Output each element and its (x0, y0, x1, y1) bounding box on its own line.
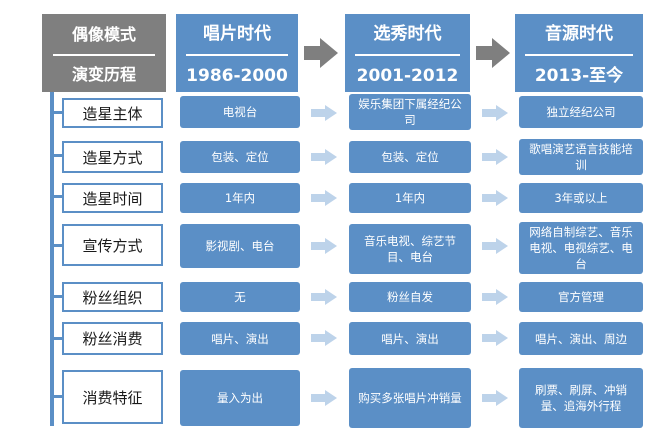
row-label-3: 造星时间 (62, 183, 163, 213)
row-connector (50, 154, 64, 157)
era-name-1: 唱片时代 (203, 24, 271, 44)
era-header-1: 唱片时代 1986-2000 (176, 14, 298, 92)
small-arrow-icon (482, 330, 508, 346)
row-label-1: 造星主体 (62, 98, 163, 128)
row-label-2: 造星方式 (62, 141, 163, 173)
cell-r3-c1: 1年内 (180, 183, 300, 213)
cell-r6-c2: 唱片、演出 (349, 322, 471, 355)
header-left-line2: 演变历程 (71, 65, 136, 84)
era-name-3: 音源时代 (545, 24, 613, 44)
cell-r3-c2: 1年内 (349, 183, 471, 213)
row-connector (50, 337, 64, 340)
cell-r1-c3: 独立经纪公司 (519, 96, 643, 128)
small-arrow-icon (311, 149, 337, 165)
cell-r7-c3: 刷票、刷屏、冲销量、追海外行程 (519, 368, 643, 428)
era-arrow-1-icon (304, 38, 338, 68)
row-label-4: 宣传方式 (62, 224, 163, 266)
header-divider (52, 54, 156, 56)
cell-r1-c2: 娱乐集团下属经纪公司 (349, 94, 471, 130)
cell-r2-c2: 包装、定位 (349, 141, 471, 173)
row-connector (50, 295, 64, 298)
era-divider-1 (185, 54, 289, 56)
cell-r2-c3: 歌唱演艺语言技能培训 (519, 139, 643, 175)
era-years-3: 2013-至今 (534, 66, 624, 86)
small-arrow-icon (482, 238, 508, 254)
small-arrow-icon (311, 390, 337, 406)
small-arrow-icon (482, 190, 508, 206)
era-years-1: 1986-2000 (186, 66, 288, 86)
cell-r1-c1: 电视台 (180, 96, 300, 128)
cell-r6-c1: 唱片、演出 (180, 322, 300, 355)
row-label-6: 粉丝消费 (62, 322, 163, 355)
era-header-2: 选秀时代 2001-2012 (345, 14, 470, 92)
spine-line (50, 92, 54, 426)
row-connector (50, 395, 64, 398)
small-arrow-icon (482, 390, 508, 406)
cell-r2-c1: 包装、定位 (180, 141, 300, 173)
era-divider-2 (354, 54, 461, 56)
header-left-line1: 偶像模式 (71, 25, 136, 44)
row-label-5: 粉丝组织 (62, 282, 163, 312)
era-arrow-2-icon (476, 38, 510, 68)
small-arrow-icon (311, 330, 337, 346)
row-connector (50, 111, 64, 114)
cell-r3-c3: 3年或以上 (519, 183, 643, 213)
small-arrow-icon (311, 105, 337, 121)
era-years-2: 2001-2012 (356, 66, 459, 86)
small-arrow-icon (311, 190, 337, 206)
era-name-2: 选秀时代 (373, 24, 442, 44)
era-header-3: 音源时代 2013-至今 (515, 14, 643, 92)
row-connector (50, 244, 64, 247)
small-arrow-icon (482, 149, 508, 165)
cell-r4-c1: 影视剧、电台 (180, 224, 300, 268)
cell-r4-c2: 音乐电视、综艺节目、电台 (349, 224, 471, 274)
small-arrow-icon (482, 289, 508, 305)
cell-r6-c3: 唱片、演出、周边 (519, 322, 643, 355)
cell-r5-c3: 官方管理 (519, 282, 643, 312)
cell-r7-c2: 购买多张唱片冲销量 (349, 368, 471, 428)
header-left: 偶像模式 演变历程 (42, 14, 166, 92)
cell-r7-c1: 量入为出 (180, 370, 300, 426)
era-divider-3 (525, 54, 633, 56)
cell-r4-c3: 网络自制综艺、音乐电视、电视综艺、电台 (519, 222, 643, 274)
cell-r5-c2: 粉丝自发 (349, 282, 471, 312)
row-label-7: 消费特征 (62, 370, 163, 424)
row-connector (50, 195, 64, 198)
small-arrow-icon (311, 238, 337, 254)
small-arrow-icon (311, 289, 337, 305)
small-arrow-icon (482, 105, 508, 121)
cell-r5-c1: 无 (180, 282, 300, 312)
